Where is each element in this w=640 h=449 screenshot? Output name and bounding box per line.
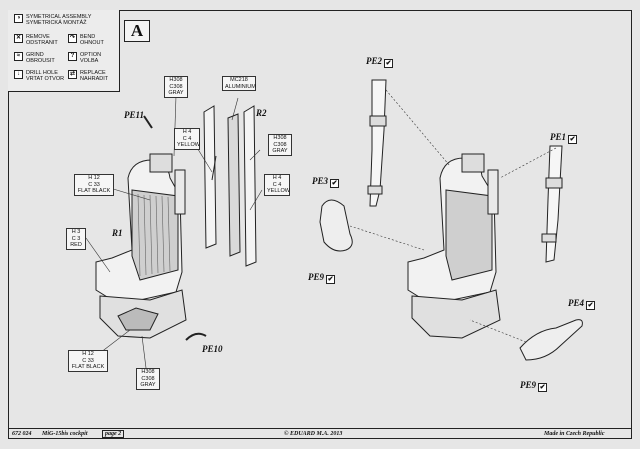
page-footer: 672 024 MiG-15bis cockpit page 2 © EDUAR… — [8, 428, 632, 440]
footer-copyright: © EDUARD M.A. 2013 — [284, 431, 343, 437]
check-icon: ✔ — [538, 383, 548, 392]
footer-page: page 2 — [102, 430, 125, 438]
check-icon: ✔ — [586, 301, 596, 310]
label-r2: R2 — [256, 108, 267, 118]
grind-icon: ≈ — [14, 52, 23, 61]
label-r1: R1 — [112, 228, 123, 238]
check-icon: ✔ — [384, 59, 394, 68]
label-pe3: PE3✔ — [312, 176, 340, 188]
footer-made: Made in Czech Republic — [544, 431, 605, 437]
footer-code: 672 024 — [12, 431, 32, 437]
footer-title: MiG-15bis cockpit — [42, 431, 88, 437]
bend-icon: ↷ — [68, 34, 77, 43]
label-pe9-left: PE9✔ — [308, 272, 336, 284]
label-pe4: PE4✔ — [568, 298, 596, 310]
remove-icon: ✕ — [14, 34, 23, 43]
seat-right-drawing — [407, 153, 501, 339]
label-pe10: PE10 — [202, 344, 223, 354]
symmetrical-icon: ◑ — [14, 14, 23, 23]
drill-icon: ↓ — [14, 70, 23, 79]
page-frame — [8, 10, 632, 439]
label-pe11: PE11 — [124, 110, 145, 120]
step-letter: A — [124, 20, 150, 42]
seat-r1-drawing — [95, 153, 187, 339]
replace-icon: ⇄ — [68, 70, 77, 79]
label-pe9-right: PE9✔ — [520, 380, 548, 392]
check-icon: ✔ — [326, 275, 336, 284]
check-icon: ✔ — [568, 135, 578, 144]
label-pe1: PE1✔ — [550, 132, 578, 144]
rails-r2-drawing — [203, 105, 257, 267]
label-pe2: PE2✔ — [366, 56, 394, 68]
check-icon: ✔ — [330, 179, 340, 188]
option-icon: ? — [68, 52, 77, 61]
